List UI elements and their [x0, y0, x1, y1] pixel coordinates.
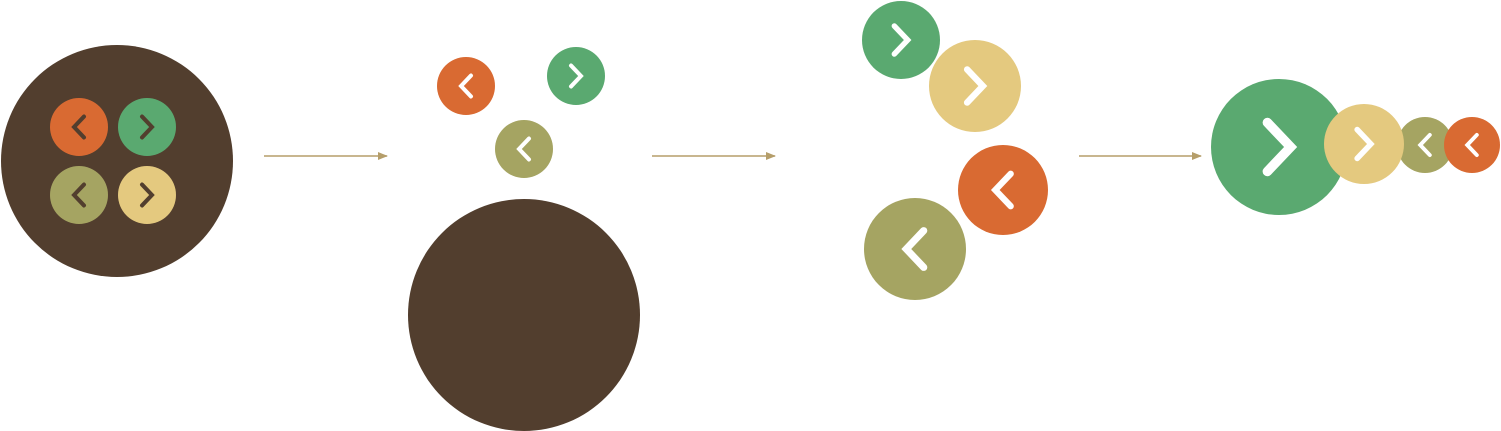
chevron-right-icon: [140, 182, 155, 208]
stage-4-ordered: [1211, 79, 1500, 215]
stage-2-separated: [408, 47, 640, 431]
container-circle: [1, 45, 233, 277]
chevron-left-icon: [71, 182, 86, 208]
button-circle: [495, 120, 553, 178]
olive-left-chevron-button: [864, 198, 966, 300]
button-circle: [1444, 117, 1500, 173]
button-circle: [50, 98, 108, 156]
button-circle: [862, 1, 940, 79]
olive-left-chevron-button: [1397, 117, 1453, 173]
button-circle: [1324, 104, 1404, 184]
green-right-chevron-button: [547, 47, 605, 105]
stage-1-grouped: [1, 45, 233, 277]
orange-left-chevron-button: [958, 145, 1048, 235]
chevron-right-icon: [1354, 126, 1375, 162]
container-circle: [408, 199, 640, 431]
button-circle: [118, 98, 176, 156]
olive-left-chevron-button: [495, 120, 553, 178]
yellow-right-chevron-button: [118, 166, 176, 224]
chevron-left-icon: [990, 170, 1014, 210]
orange-left-chevron-button: [1444, 117, 1500, 173]
green-right-chevron-button: [862, 1, 940, 79]
button-circle: [118, 166, 176, 224]
green-right-chevron-button: [1211, 79, 1347, 215]
chevron-right-icon: [569, 63, 584, 89]
chevron-left-icon: [901, 227, 928, 271]
chevron-right-icon: [1262, 117, 1298, 177]
chevron-right-icon: [891, 23, 912, 57]
stage-3-scattered: [862, 1, 1048, 300]
button-circle: [929, 40, 1021, 132]
orange-left-chevron-button: [437, 57, 495, 115]
button-circle: [547, 47, 605, 105]
yellow-right-chevron-button: [929, 40, 1021, 132]
chevron-left-icon: [1417, 132, 1432, 158]
button-circle: [50, 166, 108, 224]
chevron-left-icon: [458, 73, 473, 99]
button-circle: [437, 57, 495, 115]
green-right-chevron-button: [118, 98, 176, 156]
chevron-right-icon: [140, 114, 155, 140]
chevron-right-icon: [963, 66, 988, 106]
chevron-left-icon: [71, 114, 86, 140]
olive-left-chevron-button: [50, 166, 108, 224]
button-circle: [1397, 117, 1453, 173]
button-circle: [958, 145, 1048, 235]
button-circle: [1211, 79, 1347, 215]
button-circle: [864, 198, 966, 300]
chevron-left-icon: [516, 136, 531, 162]
chevron-left-icon: [1464, 132, 1479, 158]
orange-left-chevron-button: [50, 98, 108, 156]
yellow-right-chevron-button: [1324, 104, 1404, 184]
